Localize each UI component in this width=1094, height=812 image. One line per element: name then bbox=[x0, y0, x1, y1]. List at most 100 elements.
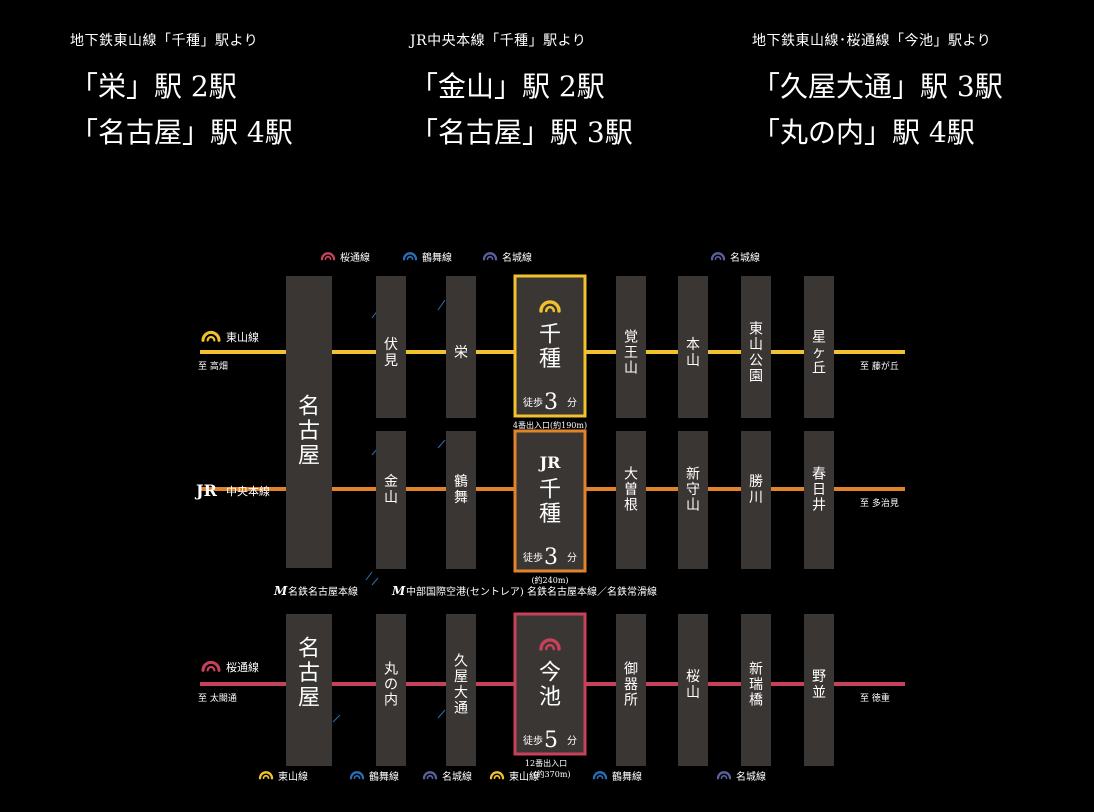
station-box bbox=[446, 276, 476, 418]
station-char: 公 bbox=[749, 353, 763, 369]
station-box bbox=[804, 614, 834, 766]
station-char: 所 bbox=[624, 693, 638, 709]
station-char: 屋 bbox=[454, 669, 468, 685]
exit-note: 4番出入口(約190m) bbox=[513, 420, 587, 430]
station-label-nagoya: 名古屋 bbox=[298, 394, 320, 468]
station-box-nagoya bbox=[286, 614, 332, 766]
header-dest: 「名古屋」駅 4駅 bbox=[70, 116, 293, 149]
main-station-name: 千種 bbox=[539, 478, 561, 528]
subway-icon-arc bbox=[320, 252, 336, 261]
station-label: 御器所 bbox=[624, 661, 638, 708]
station-box bbox=[376, 276, 406, 418]
walk-unit: 分 bbox=[567, 735, 577, 747]
station-char: 川 bbox=[749, 490, 763, 506]
subway-icon-inner bbox=[544, 305, 556, 313]
transfer-line-label: 名城線 bbox=[442, 770, 472, 783]
station-char: 内 bbox=[384, 693, 398, 709]
subway-icon-arc bbox=[402, 252, 418, 261]
header-origin: 地下鉄東山線･桜通線「今池」駅より bbox=[752, 33, 992, 49]
station-char: 久 bbox=[454, 654, 468, 670]
transfer-line-label: 桜通線 bbox=[340, 251, 370, 264]
station-box bbox=[678, 614, 708, 766]
subway-icon-arc bbox=[710, 252, 726, 261]
subway-icon-arc bbox=[539, 638, 561, 651]
subway-icon-inner bbox=[493, 774, 501, 780]
station-char: 見 bbox=[384, 353, 398, 369]
subway-icon-inner bbox=[720, 774, 728, 780]
subway-icon bbox=[201, 330, 221, 342]
meitetsu-logo: M bbox=[391, 584, 406, 598]
main-station-name: 今池 bbox=[539, 661, 561, 711]
subway-icon-arc bbox=[539, 300, 561, 313]
direction-right: 至 徳重 bbox=[860, 692, 890, 704]
meitetsu-label: 名鉄名古屋本線 bbox=[288, 585, 358, 598]
station-box bbox=[741, 614, 771, 766]
subway-icon-arc bbox=[349, 771, 365, 780]
station-char: 守 bbox=[686, 482, 700, 498]
connector-tick bbox=[437, 299, 446, 311]
subway-icon-inner bbox=[353, 774, 361, 780]
connector-tick bbox=[437, 709, 446, 719]
station-char: 覚 bbox=[624, 329, 638, 345]
station-char: 通 bbox=[454, 701, 468, 717]
exit-note: 12番出入口 bbox=[525, 758, 567, 768]
main-station-name: 千種 bbox=[539, 323, 561, 373]
subway-icon-arc bbox=[592, 771, 608, 780]
subway-icon bbox=[320, 252, 336, 261]
station-box bbox=[678, 276, 708, 418]
header-dest: 「栄」駅 2駅 bbox=[70, 70, 237, 103]
subway-icon-inner bbox=[206, 336, 216, 342]
station-char: 新 bbox=[749, 661, 763, 677]
station-char: 日 bbox=[812, 482, 826, 498]
header-col-1: 地下鉄東山線「千種」駅より 「栄」駅 2駅 「名古屋」駅 4駅 bbox=[70, 30, 390, 156]
subway-icon-inner bbox=[426, 774, 434, 780]
station-char: 屋 bbox=[298, 686, 320, 711]
station-char: 池 bbox=[539, 685, 561, 710]
station-char: 大 bbox=[624, 466, 638, 482]
station-char: 橋 bbox=[749, 693, 763, 709]
transfer-line-label: 名城線 bbox=[502, 251, 532, 264]
meitetsu-logo: M bbox=[273, 584, 288, 598]
station-label: 伏見 bbox=[384, 337, 398, 369]
header-dest: 「金山」駅 2駅 bbox=[410, 70, 605, 103]
station-char: 屋 bbox=[298, 444, 320, 469]
header-dest: 「名古屋」駅 3駅 bbox=[410, 116, 633, 149]
transfer-line-label: 東山線 bbox=[509, 770, 539, 783]
station-label: 野並 bbox=[812, 669, 826, 701]
station-label: 覚王山 bbox=[624, 329, 638, 376]
station-char: 春 bbox=[812, 466, 826, 482]
subway-icon-arc bbox=[716, 771, 732, 780]
station-char: 東 bbox=[749, 322, 763, 338]
station-char: ヶ bbox=[812, 345, 826, 361]
subway-icon bbox=[489, 771, 505, 780]
station-label: 久屋大通 bbox=[454, 654, 468, 717]
walk-label: 徒歩 bbox=[523, 396, 543, 409]
station-char: 御 bbox=[624, 661, 638, 677]
connector-tick bbox=[371, 577, 379, 586]
subway-icon bbox=[422, 771, 438, 780]
station-char: 曽 bbox=[624, 482, 638, 498]
subway-icon bbox=[201, 660, 221, 672]
subway-icon bbox=[349, 771, 365, 780]
station-label: 鶴舞 bbox=[454, 473, 468, 506]
station-box bbox=[616, 431, 646, 569]
walk-label: 徒歩 bbox=[523, 734, 543, 747]
transfer-line-label: 名城線 bbox=[730, 251, 760, 264]
station-char: 丸 bbox=[384, 661, 398, 677]
station-box bbox=[446, 431, 476, 569]
subway-icon bbox=[539, 300, 561, 313]
header-origin: 地下鉄東山線「千種」駅より bbox=[70, 33, 259, 49]
header-dest: 「丸の内」駅 4駅 bbox=[752, 116, 975, 149]
direction-left: 至 太閤通 bbox=[198, 692, 237, 704]
header-origin: JR中央本線「千種」駅より bbox=[410, 33, 587, 49]
station-box-nagoya bbox=[286, 276, 332, 568]
jr-logo: JR bbox=[194, 481, 218, 500]
main-station-box bbox=[513, 429, 587, 573]
station-label: 春日井 bbox=[812, 466, 826, 513]
station-char: 根 bbox=[624, 498, 638, 514]
station-char: 栄 bbox=[454, 345, 468, 361]
main-station-box bbox=[513, 274, 587, 418]
station-char: 千 bbox=[539, 323, 561, 348]
station-char: 古 bbox=[298, 419, 320, 444]
station-char: 山 bbox=[749, 337, 763, 353]
